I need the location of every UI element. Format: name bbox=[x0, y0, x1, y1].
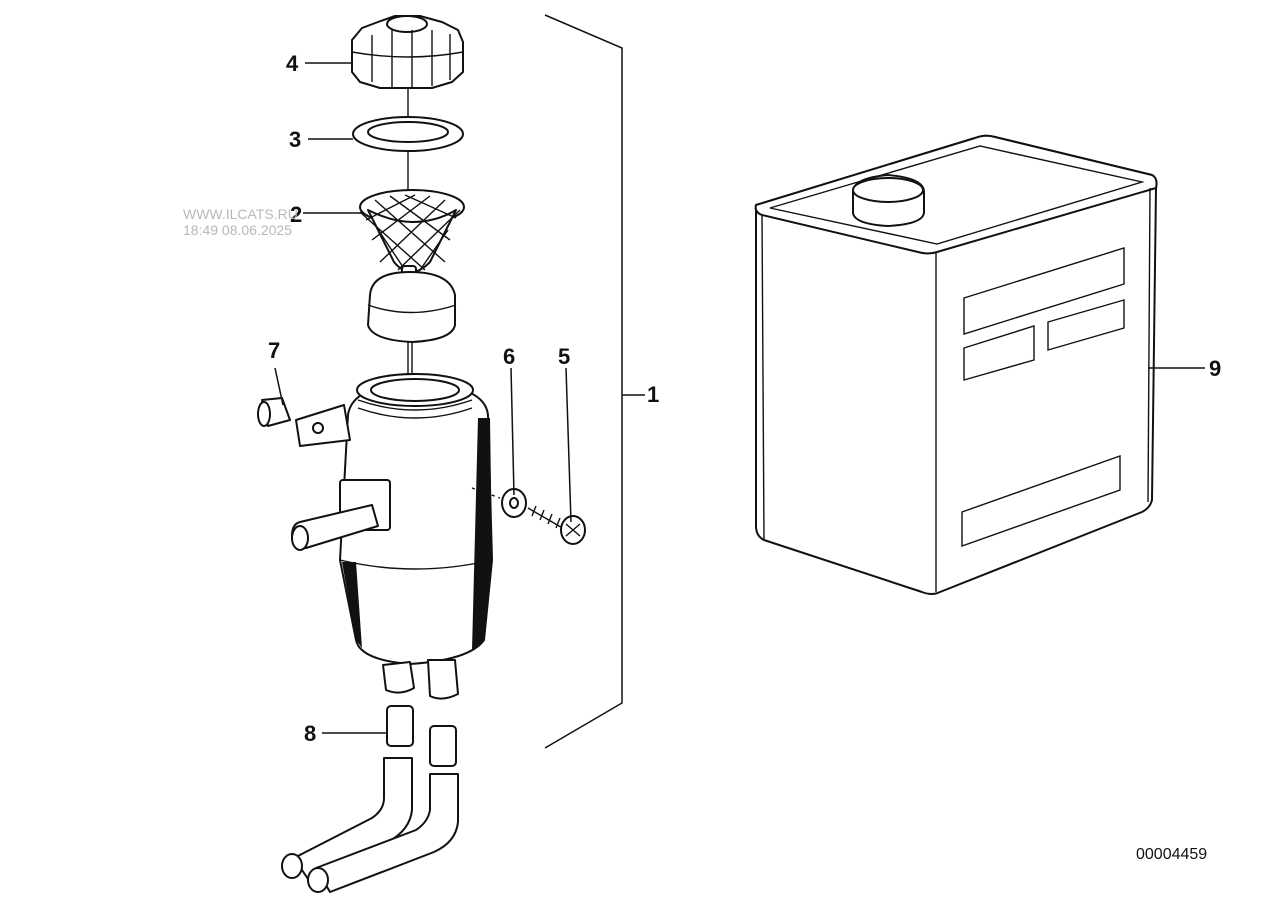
nut bbox=[257, 397, 291, 427]
strainer bbox=[359, 189, 465, 281]
callout-2: 2 bbox=[290, 202, 302, 227]
watermark: WWW.ILCATS.RU 18:49 08.06.2025 bbox=[183, 206, 298, 238]
callout-6: 6 bbox=[503, 344, 515, 369]
screw bbox=[471, 487, 586, 545]
callout-9: 9 bbox=[1209, 356, 1221, 381]
callout-3: 3 bbox=[289, 127, 301, 152]
reservoir-body bbox=[291, 373, 493, 700]
hose-assembly bbox=[281, 705, 459, 893]
watermark-site: WWW.ILCATS.RU bbox=[183, 206, 298, 222]
callout-leaders bbox=[274, 62, 1205, 734]
oil-can bbox=[754, 134, 1158, 595]
callout-4: 4 bbox=[286, 51, 299, 76]
assembly-bracket bbox=[544, 14, 645, 749]
inner-filter bbox=[367, 271, 457, 343]
washer bbox=[501, 488, 527, 518]
callout-8: 8 bbox=[304, 721, 316, 746]
document-number: 00004459 bbox=[1136, 846, 1208, 863]
reservoir-cap bbox=[351, 15, 464, 89]
gasket-ring bbox=[352, 116, 464, 152]
callout-5: 5 bbox=[558, 344, 570, 369]
watermark-timestamp: 18:49 08.06.2025 bbox=[183, 222, 292, 238]
callout-7: 7 bbox=[268, 338, 280, 363]
callout-1: 1 bbox=[647, 382, 659, 407]
